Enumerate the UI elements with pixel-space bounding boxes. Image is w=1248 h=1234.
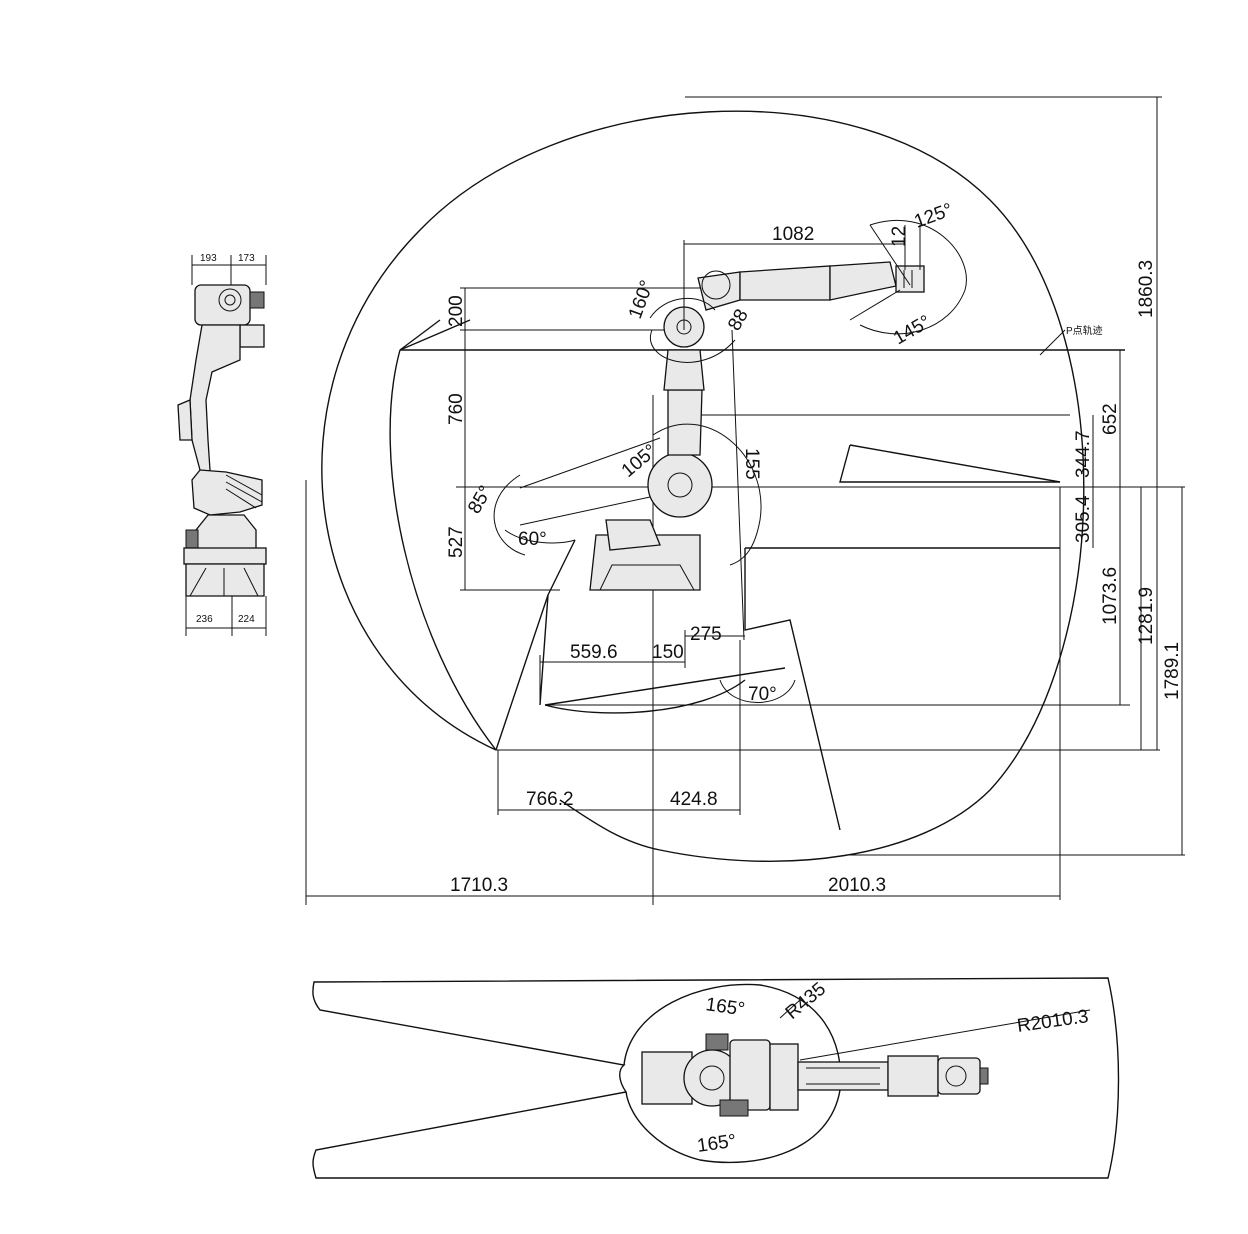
side-flange	[249, 291, 265, 309]
dim-155: 155	[741, 448, 762, 480]
top-radius-r2010-3: R2010.3	[1016, 1006, 1090, 1037]
dim-766-2: 766.2	[526, 789, 574, 810]
dim-150: 150	[652, 642, 684, 663]
front-lower-arm	[667, 389, 703, 456]
dim-160deg: 160°	[625, 278, 658, 322]
dim-1073-6: 1073.6	[1100, 567, 1121, 625]
dim-559-6: 559.6	[570, 642, 618, 663]
side-dim-193: 193	[200, 253, 217, 264]
top-robot	[641, 1033, 989, 1117]
top-forearm	[797, 1061, 889, 1091]
inner-envelope	[389, 319, 497, 751]
dim-88: 88	[724, 306, 753, 335]
top-wrist	[937, 1057, 981, 1095]
top-view: 165° 165° R435 R2010.3	[312, 977, 1120, 1179]
top-elbow	[769, 1043, 799, 1111]
side-dim-224: 224	[238, 614, 255, 625]
dim-2010-3: 2010.3	[828, 875, 886, 896]
top-flange	[979, 1067, 989, 1085]
dim-1860-3: 1860.3	[1136, 260, 1157, 318]
front-forearm	[739, 265, 831, 301]
top-angle-165-upper: 165°	[704, 994, 746, 1020]
side-dim-173: 173	[238, 253, 255, 264]
side-wrist-housing	[194, 284, 251, 326]
dim-200: 200	[446, 295, 467, 327]
dim-424-8: 424.8	[670, 789, 718, 810]
dim-1281-9: 1281.9	[1136, 587, 1157, 645]
top-angle-165-lower: 165°	[696, 1131, 738, 1157]
side-pedestal	[185, 563, 265, 597]
top-envelope	[312, 977, 1120, 1179]
top-radius-r435: R435	[782, 979, 830, 1024]
side-dim-236: 236	[196, 614, 213, 625]
outer-envelope	[321, 110, 1085, 862]
side-arm-bracket	[177, 399, 193, 441]
dim-70deg: 70°	[748, 684, 777, 705]
dim-527: 527	[446, 526, 467, 558]
front-base-motor	[605, 519, 661, 551]
front-robot	[589, 261, 925, 591]
side-shoulder	[191, 469, 263, 516]
dim-1789-1: 1789.1	[1162, 642, 1183, 700]
front-shoulder-joint	[647, 452, 713, 518]
side-motor-upper	[239, 324, 265, 348]
side-base-motor	[185, 529, 199, 551]
front-arm-mid	[663, 349, 705, 391]
dim-145deg: 145°	[890, 311, 935, 349]
front-view: 1082 125° 12 145° 88 160° 200 760 527 10…	[305, 96, 1185, 905]
side-view: 193 173 236 224	[177, 253, 267, 636]
dim-1082: 1082	[772, 224, 814, 245]
side-upper-arm	[189, 324, 241, 482]
dim-275: 275	[690, 624, 722, 645]
dim-344-7: 344.7	[1073, 430, 1094, 478]
top-motor-2	[719, 1099, 749, 1117]
side-base-plate	[183, 547, 267, 565]
dim-125deg: 125°	[912, 200, 956, 233]
dim-760: 760	[446, 393, 467, 425]
front-forearm-tip	[829, 261, 897, 301]
p-point-label: P点轨迹	[1066, 324, 1103, 337]
dim-652: 652	[1100, 403, 1121, 435]
top-motor-1	[705, 1033, 729, 1051]
dim-1710-3: 1710.3	[450, 875, 508, 896]
top-wrist-housing	[887, 1055, 939, 1097]
dim-305-4: 305.4	[1073, 495, 1094, 543]
dim-60deg: 60°	[518, 529, 547, 550]
dim-12: 12	[889, 226, 910, 247]
